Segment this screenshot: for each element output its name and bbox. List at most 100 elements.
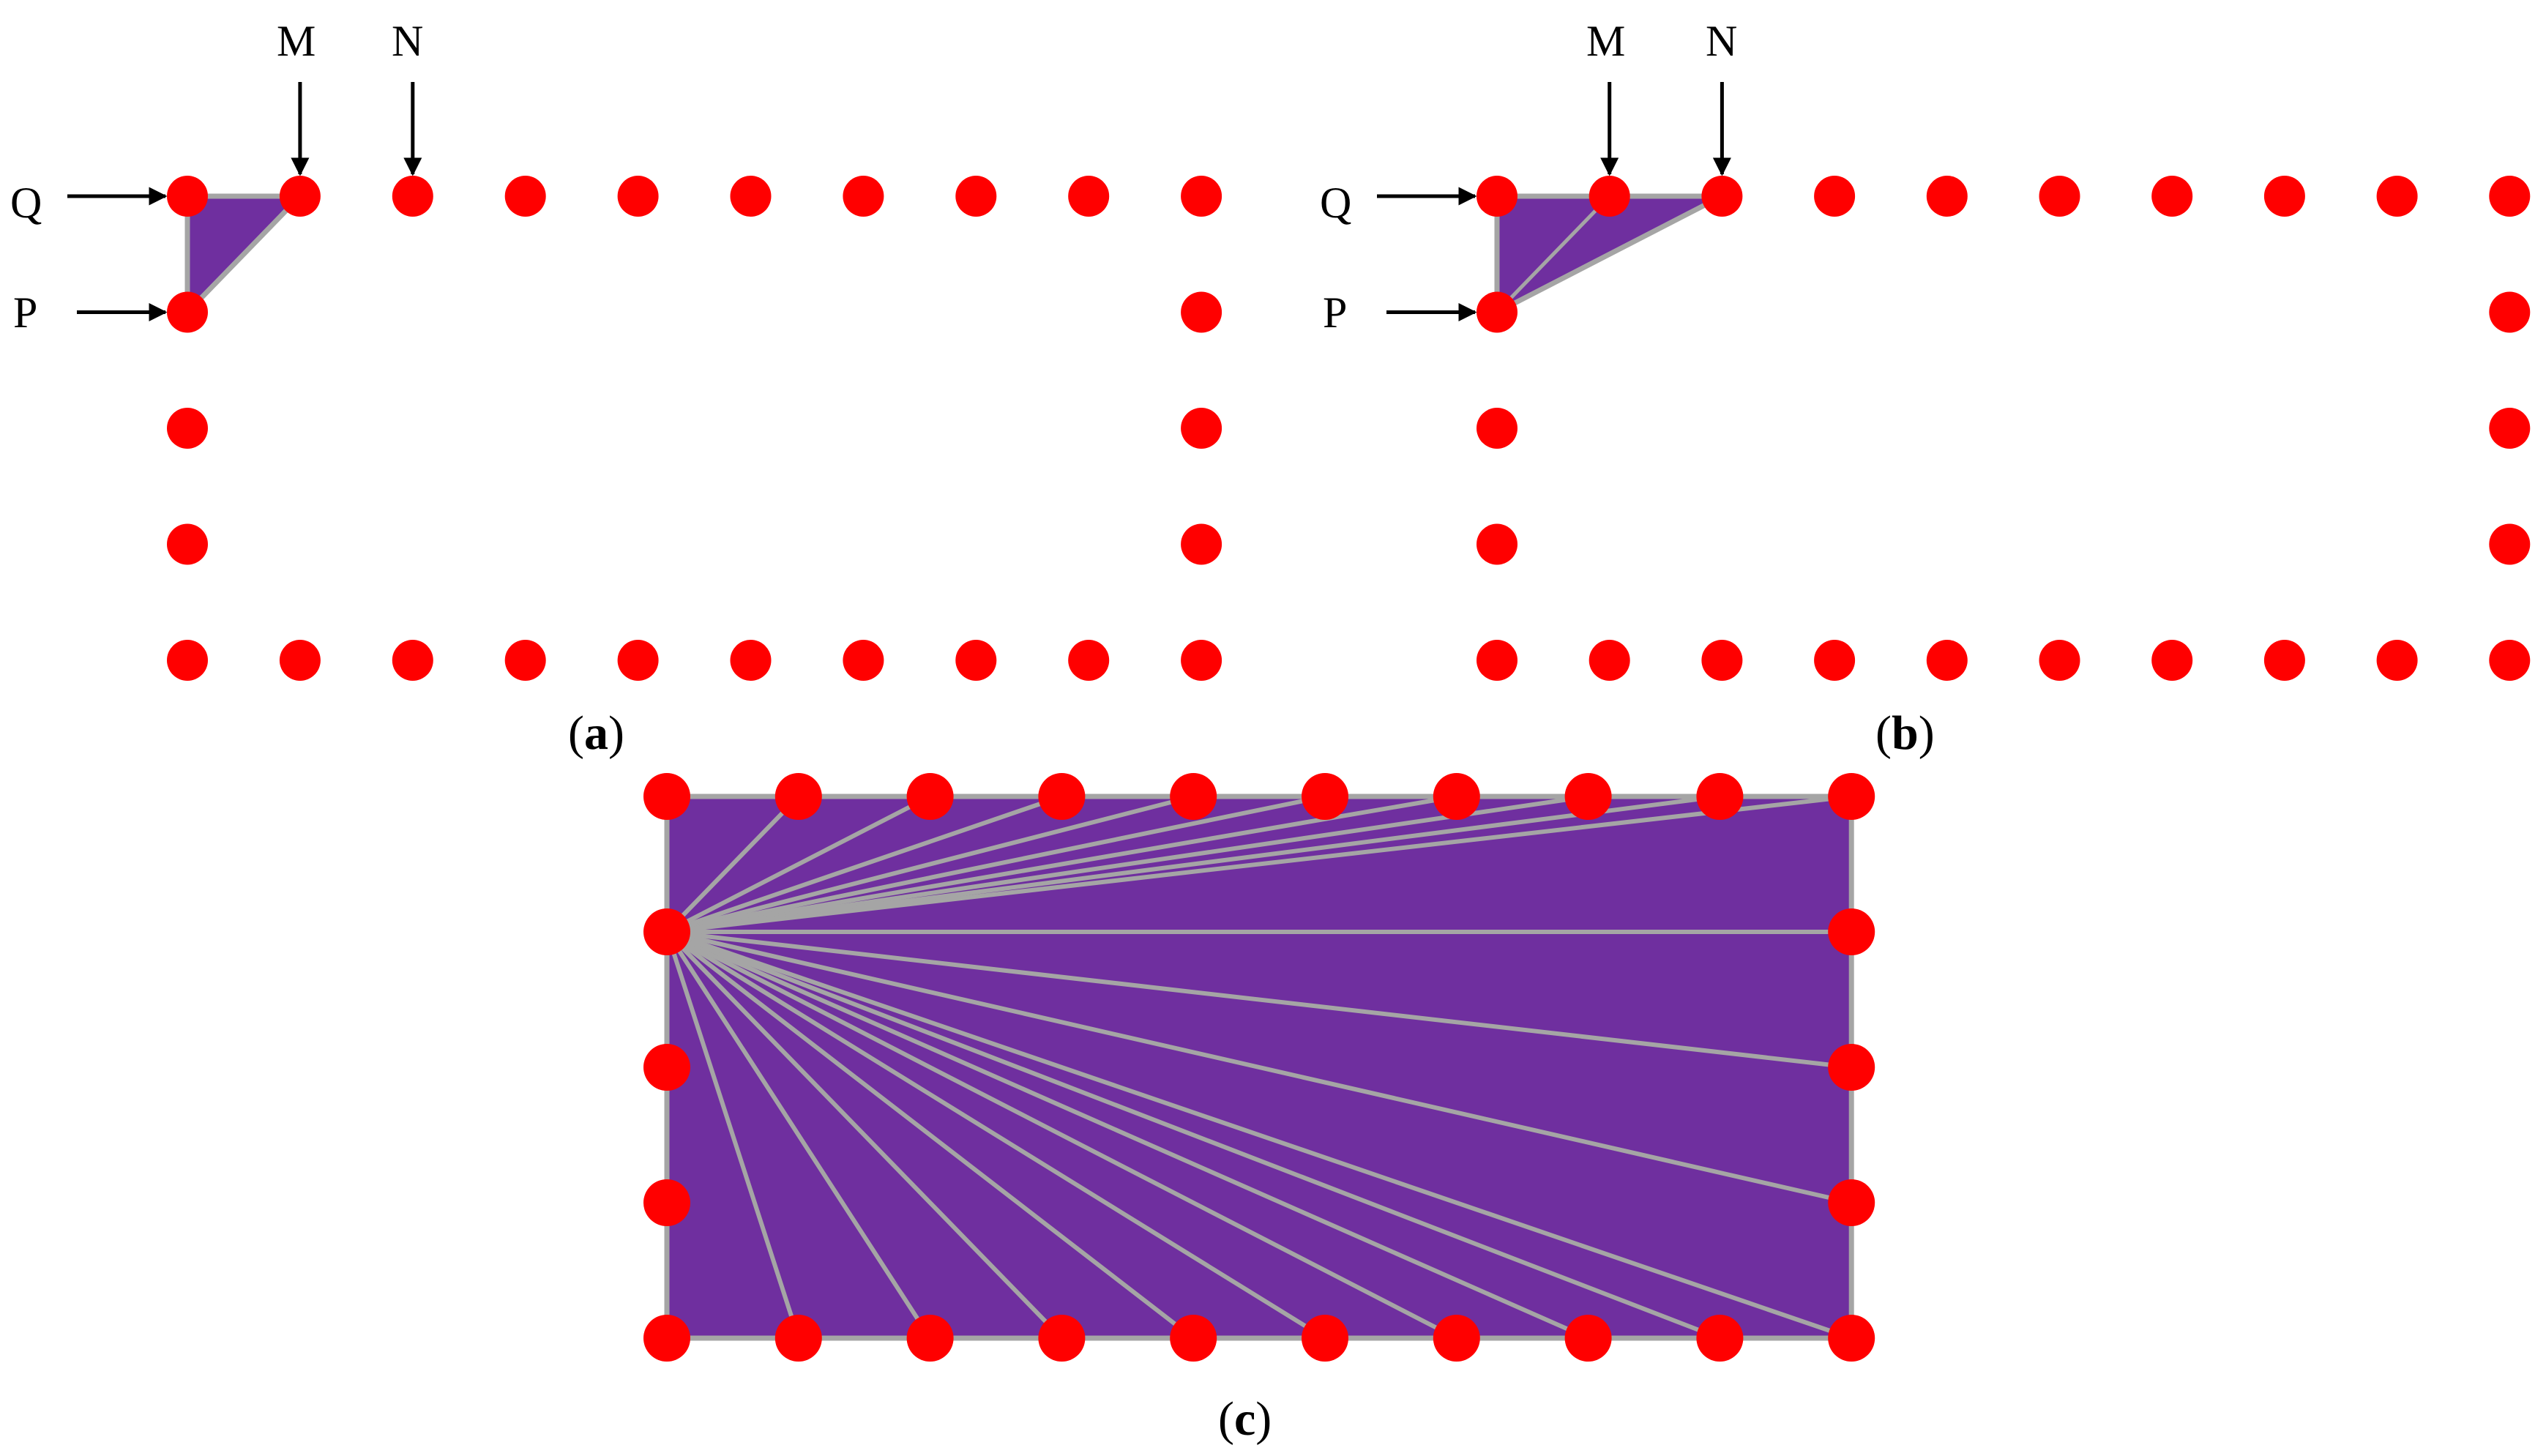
- panel-a-dot-bottom-13: [167, 640, 208, 681]
- panel-a-dot-left-23: [167, 291, 208, 333]
- panel-a-dot-bottom-15: [392, 640, 433, 681]
- panel-b-dot-right-10: [2489, 291, 2531, 333]
- panel-b-dot-left-23: [1477, 291, 1517, 333]
- panel-a: Q P M N (a): [10, 17, 1222, 760]
- panel-c-dot-bottom-14: [774, 1315, 822, 1362]
- panel-b-dot-right-11: [2489, 408, 2531, 449]
- panel-c-fan-edge-2: [665, 794, 931, 934]
- panel-c-fan-edge-20: [665, 930, 933, 1340]
- panel-b-dot-top-1: [1589, 176, 1630, 217]
- panel-b-arrows: [1377, 82, 1731, 321]
- panel-c-fan-edge-11: [666, 930, 1852, 1069]
- panel-b-dot-left-24: [1477, 408, 1517, 449]
- panel-c-dot-bottom-16: [1038, 1315, 1086, 1362]
- panel-c-dots: [643, 773, 1875, 1362]
- panel-a-dot-bottom-17: [617, 640, 659, 681]
- panel-b-dot-bottom-13: [1477, 640, 1517, 681]
- panel-a-dot-top-7: [955, 176, 997, 217]
- panel-c-fan-edge-7: [666, 794, 1589, 934]
- panel-c-dot-right-10: [1828, 908, 1875, 955]
- panel-a-dot-bottom-19: [843, 640, 884, 681]
- panel-a-dot-right-11: [1181, 408, 1222, 449]
- panel-b-dot-bottom-22: [2489, 640, 2531, 681]
- panel-c-fan-edge-14: [665, 930, 1721, 1340]
- panel-c-fan-edge-15: [665, 930, 1589, 1340]
- panel-a-dot-top-4: [617, 176, 659, 217]
- panel-c-dot-top-9: [1828, 773, 1875, 820]
- panel-c-fan-edge-19: [665, 930, 1064, 1340]
- panel-a-dot-bottom-22: [1181, 640, 1222, 681]
- panel-c-fan-edge-13: [666, 930, 1853, 1340]
- panel-c-fan-triangulation: [664, 794, 1854, 1341]
- panel-b-dot-top-3: [1814, 176, 1856, 217]
- panel-b: Q P M N (b): [1320, 17, 2531, 760]
- panel-c-fan-edge-1: [665, 794, 800, 934]
- panel-a-label-q: Q: [10, 179, 42, 227]
- panel-c-caption: (c): [1218, 1392, 1272, 1446]
- panel-a-dot-top-1: [279, 176, 321, 217]
- panel-a-dot-left-24: [167, 408, 208, 449]
- panel-c-fan-edge-16: [665, 930, 1458, 1340]
- panel-c-dot-left-24: [643, 1044, 690, 1091]
- panel-b-dot-top-8: [2376, 176, 2418, 217]
- panel-a-dot-top-5: [730, 176, 772, 217]
- panel-c-fan-edge-5: [666, 794, 1326, 934]
- panel-a-dot-top-2: [392, 176, 433, 217]
- panel-c-dot-left-23: [643, 908, 690, 955]
- panel-a-dots: [167, 176, 1222, 681]
- panel-c-fan-edge-18: [665, 930, 1195, 1340]
- panel-a-dot-top-6: [843, 176, 884, 217]
- panel-b-dot-right-12: [2489, 523, 2531, 565]
- panel-c-dot-bottom-13: [643, 1315, 690, 1362]
- panel-a-triangle-qmp: [184, 193, 303, 315]
- panel-c-dot-top-0: [643, 773, 690, 820]
- panel-a-dot-bottom-18: [730, 640, 772, 681]
- panel-c-dot-top-2: [906, 773, 954, 820]
- panel-c-dot-top-3: [1038, 773, 1086, 820]
- panel-a-dot-bottom-21: [1068, 640, 1110, 681]
- panel-b-dot-bottom-15: [1701, 640, 1743, 681]
- panel-c-dot-top-7: [1564, 773, 1612, 820]
- panel-c-dot-top-5: [1302, 773, 1348, 820]
- panel-c-dot-top-6: [1433, 773, 1480, 820]
- panel-c-dot-right-11: [1828, 1044, 1875, 1091]
- panel-b-caption: (b): [1875, 706, 1935, 760]
- panel-b-dot-top-7: [2263, 176, 2305, 217]
- panel-b-dot-top-4: [1926, 176, 1968, 217]
- panel-c-dot-bottom-17: [1170, 1315, 1217, 1362]
- panel-c-dot-bottom-21: [1696, 1315, 1744, 1362]
- panel-b-dot-top-5: [2039, 176, 2080, 217]
- panel-b-dot-bottom-17: [1926, 640, 1968, 681]
- panel-c-dot-bottom-22: [1828, 1315, 1875, 1362]
- panel-a-dot-bottom-14: [279, 640, 321, 681]
- panel-a-triangle: [184, 193, 303, 315]
- panel-a-label-n: N: [392, 17, 423, 65]
- panel-a-arrows: [67, 82, 422, 321]
- panel-a-dot-right-12: [1181, 523, 1222, 565]
- panel-a-dot-top-3: [504, 176, 546, 217]
- panel-a-dot-bottom-20: [955, 640, 997, 681]
- panel-c: (c): [643, 773, 1875, 1446]
- panel-b-dot-bottom-14: [1589, 640, 1630, 681]
- panel-b-dot-bottom-20: [2263, 640, 2305, 681]
- panel-b-dot-bottom-21: [2376, 640, 2418, 681]
- panel-b-dot-bottom-18: [2039, 640, 2080, 681]
- panel-b-label-n: N: [1706, 17, 1737, 65]
- panel-c-dot-bottom-15: [906, 1315, 954, 1362]
- panel-a-dot-top-8: [1068, 176, 1110, 217]
- panel-b-dot-bottom-16: [1814, 640, 1856, 681]
- panel-b-dots: [1477, 176, 2531, 681]
- panel-c-fan-edge-8: [666, 794, 1720, 934]
- panel-c-fan-edge-12: [666, 930, 1852, 1205]
- panel-b-label-m: M: [1586, 17, 1625, 65]
- panel-c-dot-bottom-18: [1302, 1315, 1348, 1362]
- panel-c-fan-edge-9: [666, 794, 1852, 934]
- panel-a-label-m: M: [277, 17, 316, 65]
- panel-c-dot-bottom-20: [1564, 1315, 1612, 1362]
- panel-c-fan-edge-3: [666, 794, 1063, 934]
- panel-b-label-p: P: [1323, 288, 1347, 337]
- panel-a-label-p: P: [13, 288, 37, 337]
- panel-b-dot-left-25: [1477, 523, 1517, 565]
- panel-c-dot-right-12: [1828, 1179, 1875, 1226]
